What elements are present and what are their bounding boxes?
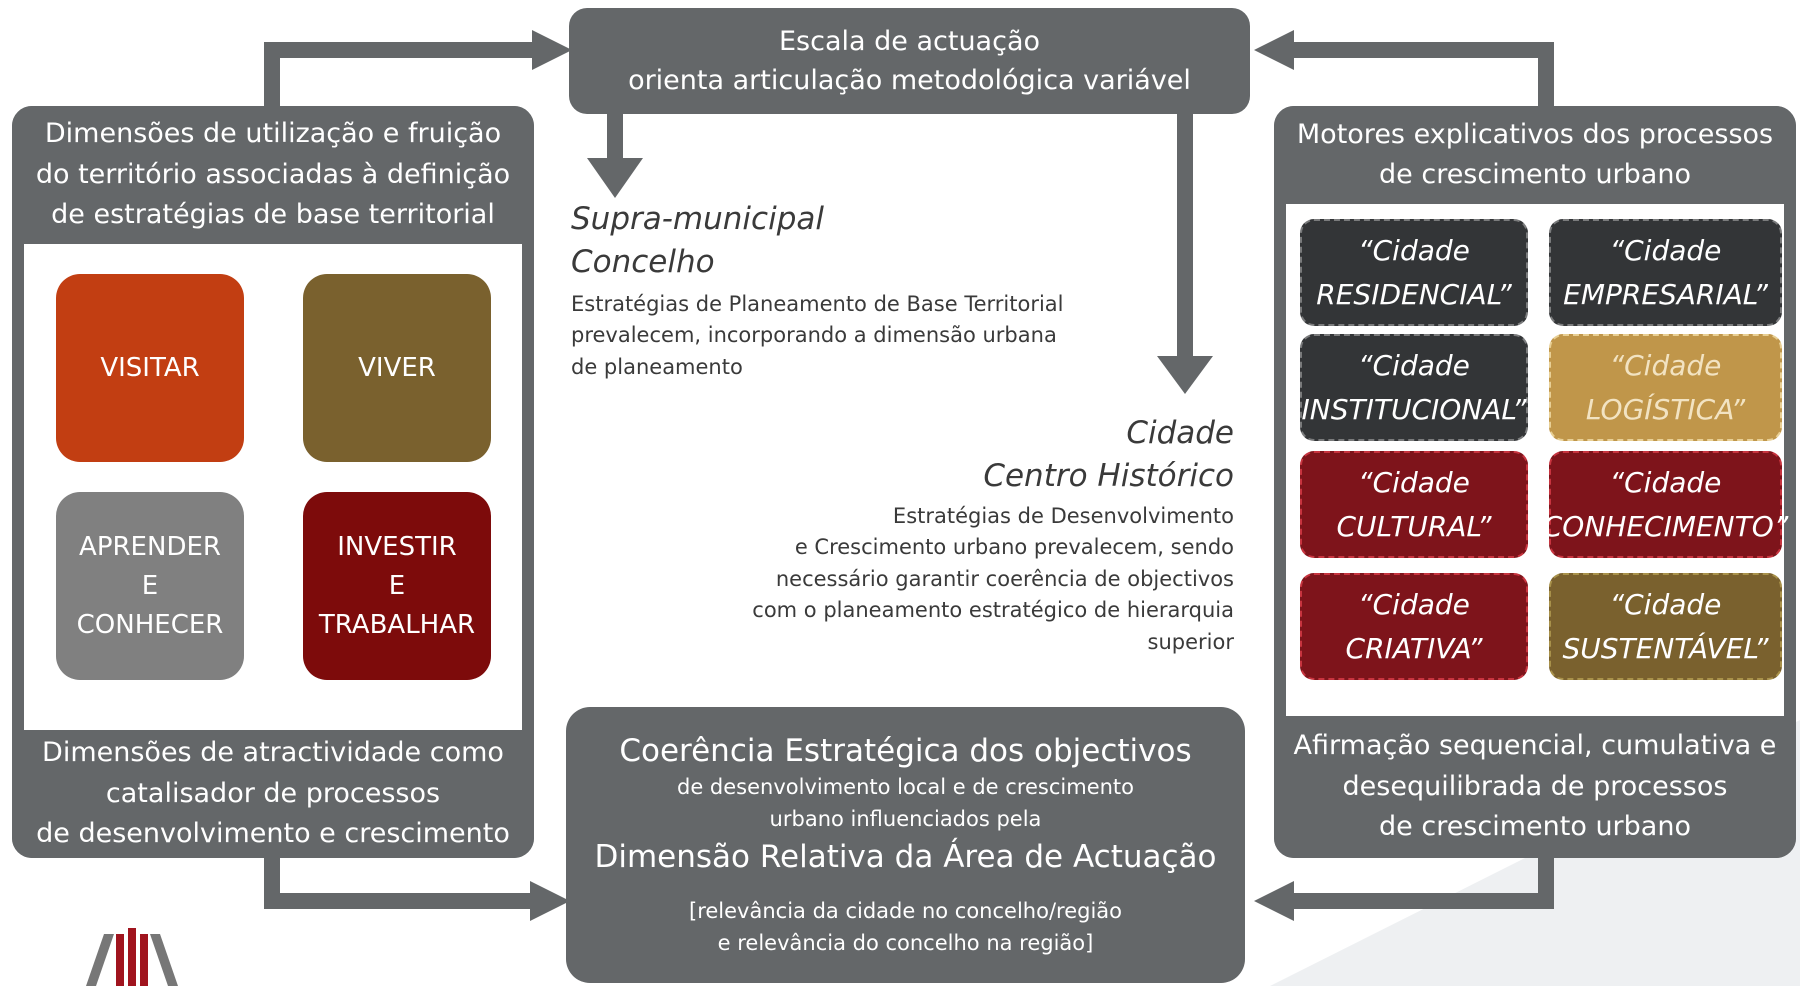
scale-box: Escala de actuação orienta articulação m… xyxy=(569,8,1250,114)
right-panel-footer: Afirmação sequencial, cumulativa e deseq… xyxy=(1274,716,1796,858)
cidade-body-line-5: superior xyxy=(1147,629,1234,654)
card-criativa-line-2: CRIATIVA” xyxy=(1345,631,1483,665)
coherence-sub-2: urbano influenciados pela xyxy=(769,806,1042,831)
arrow-icon xyxy=(1157,110,1213,394)
card-residencial-line-1: “Cidade xyxy=(1358,234,1470,268)
supra-title: Supra-municipal Concelho xyxy=(571,198,1131,285)
logo-icon xyxy=(86,928,178,986)
supra-body: Estratégias de Planeamento de Base Terri… xyxy=(571,289,1131,384)
supra-body-line-1: Estratégias de Planeamento de Base Terri… xyxy=(571,291,1064,316)
card-cultural-line-1: “Cidade xyxy=(1358,466,1470,500)
cidade-body-line-3: necessário garantir coerência de objecti… xyxy=(775,566,1234,591)
cidade-title-1: Cidade xyxy=(1126,415,1234,451)
right-header-line-1: Motores explicativos dos processos xyxy=(1296,118,1774,150)
card-logistica: “Cidade LOGÍSTICA” xyxy=(1549,334,1782,441)
supra-body-line-3: de planeamento xyxy=(571,354,743,379)
tile-aprender-line-1: APRENDER xyxy=(79,531,221,562)
cidade-body-line-4: com o planeamento estratégico de hierarq… xyxy=(752,598,1234,623)
left-panel: Dimensões de utilização e fruição do ter… xyxy=(12,106,534,858)
card-conhecimento: “Cidade CONHECIMENTO” xyxy=(1543,451,1788,558)
supra-block: Supra-municipal Concelho Estratégias de … xyxy=(571,198,1131,383)
arrow-icon xyxy=(1254,856,1554,921)
right-footer-line-3: de crescimento urbano xyxy=(1379,811,1691,843)
coherence-note-2: e relevância do concelho na região] xyxy=(717,930,1094,955)
card-empresarial-line-2: EMPRESARIAL” xyxy=(1563,277,1768,311)
left-panel-header: Dimensões de utilização e fruição do ter… xyxy=(12,106,534,244)
right-panel: Motores explicativos dos processos de cr… xyxy=(1274,106,1796,858)
tile-viver-label: VIVER xyxy=(358,352,436,383)
left-footer-line-2: catalisador de processos xyxy=(105,777,441,809)
card-criativa-line-1: “Cidade xyxy=(1358,588,1470,622)
cidade-block: Cidade Centro Histórico Estratégias de D… xyxy=(660,412,1234,658)
card-sustentavel-line-2: SUSTENTÁVEL” xyxy=(1562,631,1769,665)
card-institucional-line-2: INSTITUCIONAL” xyxy=(1301,392,1527,426)
arrow-icon xyxy=(264,30,572,108)
tile-aprender-line-3: CONHECER xyxy=(76,609,224,640)
card-cultural: “Cidade CULTURAL” xyxy=(1300,451,1528,558)
cidade-body-line-1: Estratégias de Desenvolvimento xyxy=(892,503,1234,528)
tile-aprender: APRENDER E CONHECER xyxy=(56,492,244,680)
supra-body-line-2: prevalecem, incorporando a dimensão urba… xyxy=(571,323,1057,348)
left-header-line-2: do território associadas à definição xyxy=(35,158,511,190)
left-panel-footer: Dimensões de atractividade como catalisa… xyxy=(12,730,534,858)
card-conhecimento-line-2: CONHECIMENTO” xyxy=(1542,509,1789,543)
supra-title-2: Concelho xyxy=(571,244,715,281)
card-empresarial: “Cidade EMPRESARIAL” xyxy=(1549,219,1782,326)
supra-title-1: Supra-municipal xyxy=(571,201,824,237)
right-footer-line-1: Afirmação sequencial, cumulativa e xyxy=(1293,730,1777,762)
arrow-icon xyxy=(264,856,570,921)
coherence-title-2: Dimensão Relativa da Área de Actuação xyxy=(594,839,1217,876)
tile-investir-line-1: INVESTIR xyxy=(337,531,457,562)
card-logistica-line-2: LOGÍSTICA” xyxy=(1585,392,1746,426)
scale-box-line-1: Escala de actuação xyxy=(778,25,1041,57)
tile-investir: INVESTIR E TRABALHAR xyxy=(303,492,491,680)
card-institucional: “Cidade INSTITUCIONAL” xyxy=(1300,334,1528,441)
arrow-icon xyxy=(587,110,643,198)
cidade-title-2: Centro Histórico xyxy=(983,458,1234,495)
left-footer-line-3: de desenvolvimento e crescimento xyxy=(36,818,510,850)
card-residencial: “Cidade RESIDENCIAL” xyxy=(1300,219,1528,326)
tile-aprender-line-2: E xyxy=(141,570,159,601)
right-panel-header: Motores explicativos dos processos de cr… xyxy=(1274,106,1796,204)
cidade-title: Cidade Centro Histórico xyxy=(660,412,1234,499)
tile-investir-line-3: TRABALHAR xyxy=(318,609,476,640)
left-header-line-3: de estratégias de base territorial xyxy=(51,199,495,231)
coherence-sub-1: de desenvolvimento local e de cresciment… xyxy=(676,775,1135,800)
coherence-note-1: [relevância da cidade no concelho/região xyxy=(689,899,1122,924)
scale-box-line-2: orienta articulação metodológica variáve… xyxy=(628,65,1191,96)
card-conhecimento-line-1: “Cidade xyxy=(1609,466,1722,500)
coherence-title: Coerência Estratégica dos objectivos xyxy=(619,732,1192,769)
card-institucional-line-1: “Cidade xyxy=(1358,349,1470,383)
card-sustentavel-line-1: “Cidade xyxy=(1609,588,1722,622)
tile-visitar-label: VISITAR xyxy=(100,352,200,383)
card-logistica-line-1: “Cidade xyxy=(1609,349,1722,383)
right-header-line-2: de crescimento urbano xyxy=(1379,159,1691,190)
tile-investir-line-2: E xyxy=(388,570,406,601)
card-sustentavel: “Cidade SUSTENTÁVEL” xyxy=(1549,573,1782,680)
card-cultural-line-2: CULTURAL” xyxy=(1336,509,1492,543)
left-footer-line-1: Dimensões de atractividade como xyxy=(42,737,504,769)
coherence-box: Coerência Estratégica dos objectivos de … xyxy=(566,707,1245,983)
card-empresarial-line-1: “Cidade xyxy=(1609,234,1722,268)
tile-visitar: VISITAR xyxy=(56,274,244,462)
left-header-line-1: Dimensões de utilização e fruição xyxy=(44,118,502,150)
arrow-icon xyxy=(1254,30,1554,108)
right-footer-line-2: desequilibrada de processos xyxy=(1342,770,1728,802)
cidade-body-line-2: e Crescimento urbano prevalecem, sendo xyxy=(794,535,1234,560)
card-criativa: “Cidade CRIATIVA” xyxy=(1300,573,1528,680)
card-residencial-line-2: RESIDENCIAL” xyxy=(1316,277,1512,311)
tile-viver: VIVER xyxy=(303,274,491,462)
cidade-body: Estratégias de Desenvolvimento e Crescim… xyxy=(660,501,1234,659)
